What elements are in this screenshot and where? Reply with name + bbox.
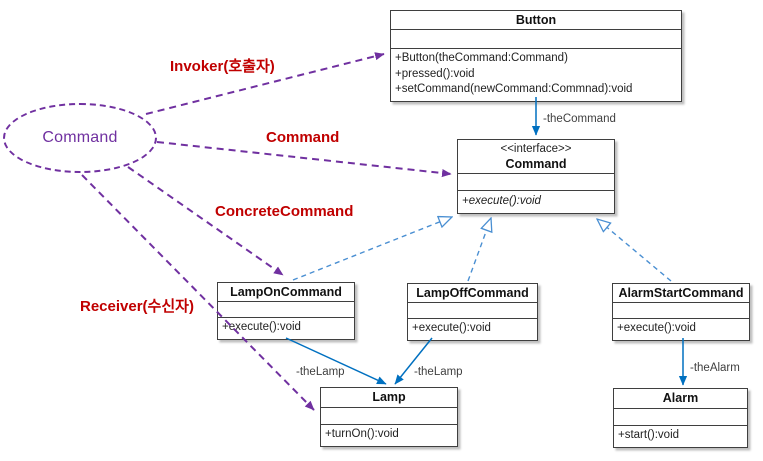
- class-attributes-empty: [391, 30, 681, 49]
- role-label-command: Command: [266, 129, 340, 146]
- lampon-realization-arrow: [292, 217, 452, 281]
- command-pattern-ellipse: Command: [3, 103, 157, 173]
- method-label: +setCommand(newCommand:Commnad):void: [395, 83, 633, 95]
- lampoff-realization-arrow: [467, 218, 491, 282]
- role-label-concrete-command: ConcreteCommand: [215, 203, 354, 220]
- class-methods: +Button(theCommand:Command) +pressed():v…: [391, 49, 681, 101]
- class-attributes-empty: [613, 303, 749, 319]
- class-methods: +turnOn():void: [321, 425, 457, 446]
- interface-stereotype: <<interface>>: [500, 143, 572, 155]
- class-methods: +execute():void: [613, 319, 749, 340]
- method-label: +start():void: [618, 429, 680, 441]
- class-attributes-empty: [458, 174, 614, 191]
- role-label-receiver: Receiver(수신자): [80, 298, 194, 315]
- class-title: <<interface>> Command: [458, 140, 614, 174]
- association-label-the-alarm: -theAlarm: [690, 362, 740, 374]
- alarmstart-realization-arrow: [597, 219, 672, 282]
- class-attributes-empty: [321, 408, 457, 425]
- class-box-alarm-start-command: AlarmStartCommand +execute():void: [612, 283, 750, 341]
- class-attributes-empty: [218, 302, 354, 318]
- method-label: +turnOn():void: [325, 428, 399, 440]
- class-box-command-interface: <<interface>> Command +execute():void: [457, 139, 615, 214]
- method-label: +execute():void: [462, 195, 541, 207]
- association-label-the-command: -theCommand: [543, 113, 616, 125]
- method-label: +execute():void: [412, 322, 491, 334]
- class-methods: +execute():void: [218, 318, 354, 339]
- class-name: Lamp: [321, 388, 457, 408]
- class-name: AlarmStartCommand: [613, 284, 749, 303]
- class-box-lamp-on-command: LampOnCommand +execute():void: [217, 282, 355, 340]
- method-label: +execute():void: [617, 322, 696, 334]
- class-name: LampOnCommand: [218, 283, 354, 302]
- class-methods: +start():void: [614, 426, 747, 447]
- class-box-lamp: Lamp +turnOn():void: [320, 387, 458, 447]
- association-label-the-lamp-left: -theLamp: [296, 366, 345, 378]
- class-attributes-empty: [408, 303, 537, 319]
- class-box-alarm: Alarm +start():void: [613, 388, 748, 448]
- class-attributes-empty: [614, 409, 747, 426]
- class-methods: +execute():void: [408, 319, 537, 340]
- class-methods: +execute():void: [458, 191, 614, 213]
- class-box-button: Button +Button(theCommand:Command) +pres…: [390, 10, 682, 102]
- class-name: Command: [505, 157, 567, 171]
- method-label: +Button(theCommand:Command): [395, 52, 568, 64]
- class-name: Button: [391, 11, 681, 30]
- class-name: LampOffCommand: [408, 284, 537, 303]
- pattern-ellipse-label: Command: [42, 129, 118, 146]
- class-box-lamp-off-command: LampOffCommand +execute():void: [407, 283, 538, 341]
- class-name: Alarm: [614, 389, 747, 409]
- method-label: +pressed():void: [395, 67, 475, 80]
- concrete-command-dependency-arrow: [127, 166, 284, 276]
- method-label: +execute():void: [222, 321, 301, 333]
- association-label-the-lamp-right: -theLamp: [414, 366, 463, 378]
- role-label-invoker: Invoker(호출자): [170, 58, 275, 75]
- command-dependency-arrow: [156, 141, 452, 178]
